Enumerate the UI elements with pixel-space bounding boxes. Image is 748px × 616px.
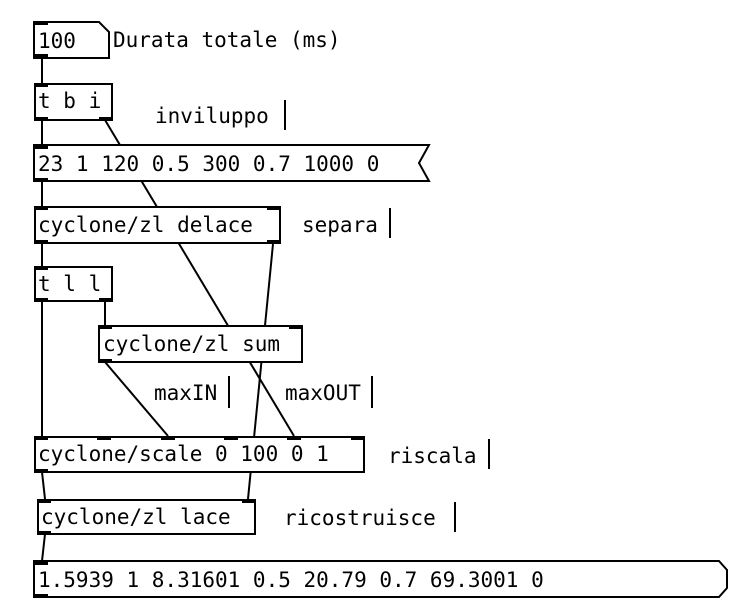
atom-inlet[interactable]: [34, 21, 48, 25]
trigger-bi-label: t b i: [38, 89, 102, 113]
comment-maxout: maxOUT: [285, 381, 361, 405]
trigger-bi-outlet-right[interactable]: [99, 117, 113, 121]
delace-outlet-left[interactable]: [34, 240, 48, 244]
atom-label: Durata totale (ms): [113, 28, 341, 52]
result-outlet[interactable]: [34, 594, 48, 598]
delace-outlet-right[interactable]: [267, 240, 281, 244]
atom-outlet[interactable]: [34, 54, 48, 58]
scale-inlet-5[interactable]: [287, 436, 301, 440]
lace-inlet-left[interactable]: [37, 499, 51, 503]
comment-riscala: riscala: [388, 444, 477, 468]
scale-inlet-2[interactable]: [97, 436, 111, 440]
comment-edge-inviluppo: [284, 100, 286, 130]
comment-maxin: maxIN: [154, 381, 218, 405]
lace-outlet[interactable]: [37, 531, 51, 535]
delace-inlet-left[interactable]: [34, 206, 48, 210]
zl-delace-object[interactable]: [34, 206, 281, 244]
scale-inlet-6[interactable]: [351, 436, 365, 440]
trigger-ll-label: t l l: [38, 272, 102, 296]
trigger-l-l-object[interactable]: [34, 266, 113, 302]
scale-inlet-3[interactable]: [161, 436, 175, 440]
trigger-bi-inlet[interactable]: [34, 83, 48, 87]
comment-edge-separa: [389, 208, 391, 238]
cord-scale-to-lace: [41, 471, 46, 500]
envelope-outlet[interactable]: [34, 178, 48, 182]
zl-lace-label: cyclone/zl lace: [41, 505, 231, 529]
atom-value: 100: [38, 29, 76, 53]
sum-inlet-right[interactable]: [289, 325, 303, 329]
delace-inlet-right[interactable]: [267, 206, 281, 210]
envelope-message-text: 23 1 120 0.5 300 0.7 1000 0: [38, 152, 380, 176]
scale-inlet-1[interactable]: [34, 436, 48, 440]
comment-inviluppo: inviluppo: [155, 104, 269, 128]
trigger-ll-outlet-left[interactable]: [34, 298, 48, 302]
comment-separa: separa: [302, 213, 378, 237]
trigger-ll-inlet[interactable]: [34, 266, 48, 270]
sum-outlet[interactable]: [98, 359, 112, 363]
trigger-ll-outlet-right[interactable]: [99, 298, 113, 302]
zl-sum-object[interactable]: [98, 325, 303, 363]
zl-lace-object[interactable]: [37, 499, 256, 535]
result-message-text: 1.5939 1 8.31601 0.5 20.79 0.7 69.3001 0: [38, 568, 544, 592]
comment-edge-maxout: [371, 376, 373, 408]
comment-ricostruisce: ricostruisce: [284, 506, 436, 530]
comment-edge-ricostruisce: [454, 502, 456, 532]
result-inlet[interactable]: [34, 561, 48, 565]
sum-inlet-left[interactable]: [98, 325, 112, 329]
scale-inlet-4[interactable]: [224, 436, 238, 440]
lace-inlet-right[interactable]: [242, 499, 256, 503]
comment-edge-riscala: [488, 439, 490, 469]
trigger-bi-outlet-left[interactable]: [34, 117, 48, 121]
scale-label: cyclone/scale 0 100 0 1: [38, 442, 329, 466]
cord-lace-to-result: [41, 533, 46, 562]
envelope-inlet[interactable]: [34, 145, 48, 149]
comment-edge-maxin: [228, 376, 230, 408]
trigger-b-i-object[interactable]: [34, 83, 113, 121]
scale-object[interactable]: [34, 436, 365, 473]
scale-outlet[interactable]: [34, 469, 48, 473]
zl-delace-label: cyclone/zl delace: [38, 213, 253, 237]
zl-sum-label: cyclone/zl sum: [103, 332, 281, 356]
